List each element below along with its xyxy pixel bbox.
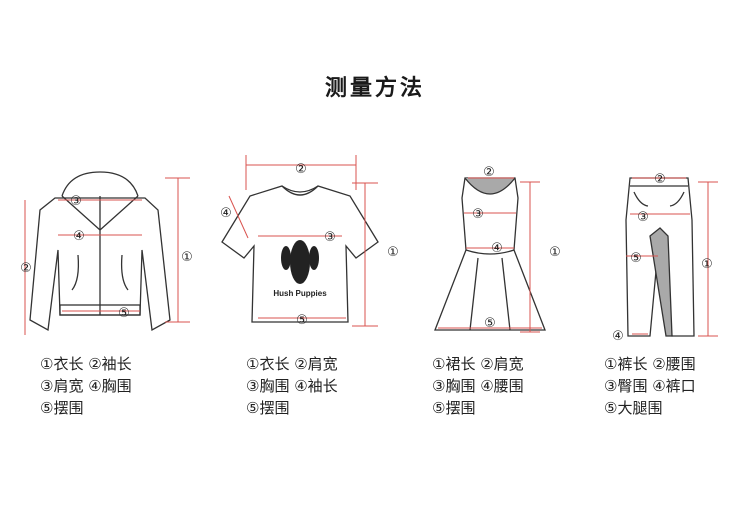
pants-measure-lines: [626, 177, 718, 337]
marker-n1: ①: [701, 257, 713, 272]
number-markers: ① ② ③ ④ ⑤ ② ① ③ ④ ⑤ ② ① ③ ④ ⑤ ② ① ③ ⑤ ④: [20, 162, 713, 344]
pants-drawing: [625, 177, 695, 337]
marker-n4: ④: [73, 229, 85, 244]
marker-n2: ②: [483, 165, 495, 180]
marker-n2: ②: [654, 172, 666, 187]
brand-text: Hush Puppies: [273, 289, 327, 298]
marker-n5: ⑤: [630, 251, 642, 266]
legend-line: ③胸围 ④腰围: [432, 377, 524, 395]
dress-drawing: [434, 177, 546, 331]
dress-measure-lines: [438, 177, 542, 333]
legend-line: ⑤摆围: [40, 399, 84, 417]
legend-line: ①裤长 ②腰围: [604, 355, 696, 373]
legend-line: ⑤大腿围: [604, 399, 663, 417]
pants-legend: ①裤长 ②腰围 ③臀围 ④裤口 ⑤大腿围: [604, 353, 696, 419]
legend-line: ③胸围 ④袖长: [246, 377, 338, 395]
marker-n5: ⑤: [118, 306, 130, 321]
jacket-legend: ①衣长 ②袖长 ③肩宽 ④胸围 ⑤摆围: [40, 353, 132, 419]
legend-line: ③肩宽 ④胸围: [40, 377, 132, 395]
dress-legend: ①裙长 ②肩宽 ③胸围 ④腰围 ⑤摆围: [432, 353, 524, 419]
jacket-drawing: [29, 171, 171, 332]
marker-n5: ⑤: [296, 313, 308, 328]
marker-n2: ②: [295, 162, 307, 177]
marker-n5: ⑤: [484, 316, 496, 331]
jacket-measure-lines: [24, 177, 190, 335]
marker-n1: ①: [387, 245, 399, 260]
page-title: 测量方法: [324, 76, 425, 101]
marker-n4: ④: [612, 329, 624, 344]
marker-n3: ③: [472, 207, 484, 222]
marker-n4: ④: [220, 206, 232, 221]
tshirt-legend: ①衣长 ②肩宽 ③胸围 ④袖长 ⑤摆围: [246, 353, 338, 419]
hush-puppies-logo: Hush Puppies: [273, 240, 327, 298]
marker-n1: ①: [549, 245, 561, 260]
marker-n3: ③: [637, 210, 649, 225]
legend-line: ①衣长 ②袖长: [40, 355, 132, 373]
tshirt-measure-lines: [228, 155, 378, 327]
marker-n2: ②: [20, 261, 32, 276]
legend-line: ①裙长 ②肩宽: [432, 355, 524, 373]
marker-n3: ③: [324, 230, 336, 245]
legend-line: ⑤摆围: [246, 399, 290, 417]
marker-n3: ③: [70, 194, 82, 209]
marker-n4: ④: [491, 241, 503, 256]
marker-n1: ①: [181, 250, 193, 265]
legend-line: ①衣长 ②肩宽: [246, 355, 338, 373]
legend-line: ③臀围 ④裤口: [604, 377, 696, 395]
legend-line: ⑤摆围: [432, 399, 476, 417]
